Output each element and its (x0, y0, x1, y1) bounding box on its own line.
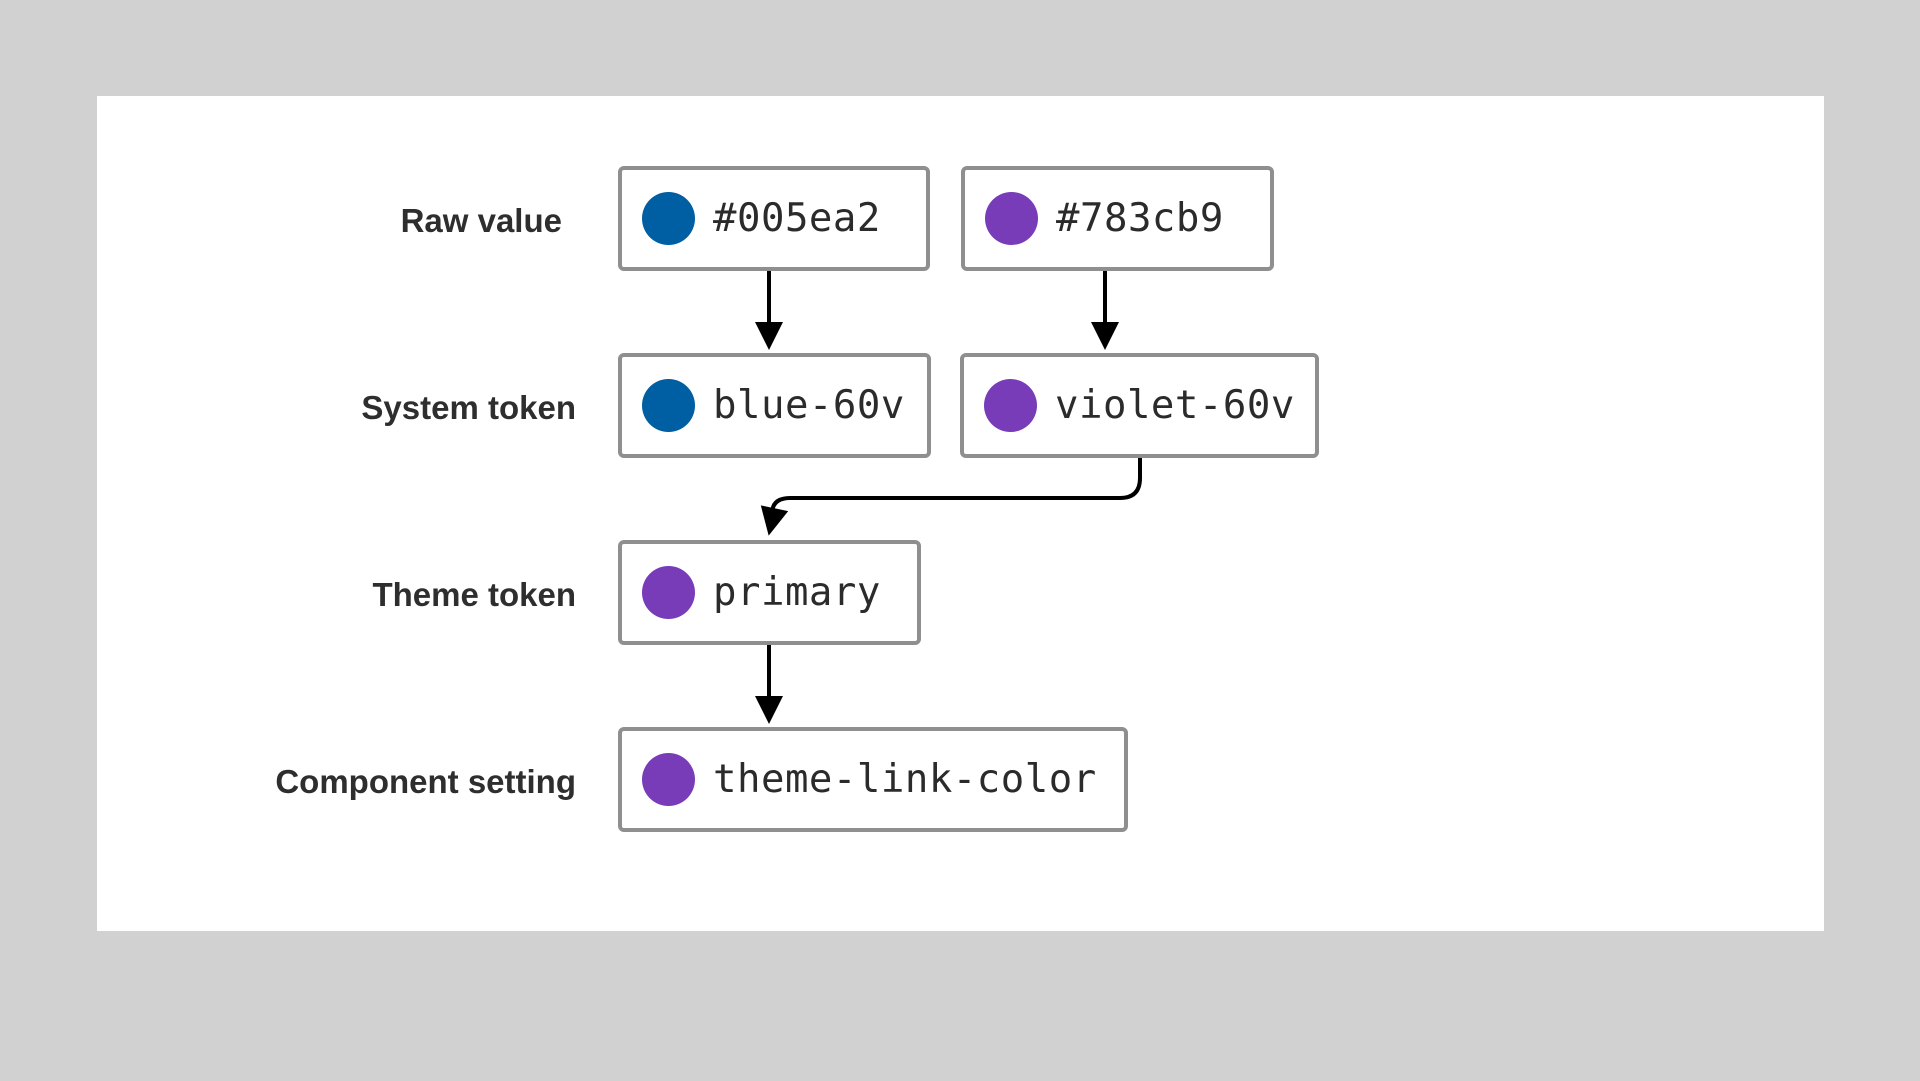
token-box-system-blue: blue-60v (618, 353, 931, 458)
row-label-system-token: System token (361, 389, 576, 426)
row-label-component-setting: Component setting (275, 763, 576, 800)
token-box-theme-primary: primary (618, 540, 921, 645)
token-box-raw-violet: #783cb9 (961, 166, 1274, 271)
token-value: blue-60v (713, 383, 905, 428)
token-value: violet-60v (1055, 383, 1295, 428)
token-box-raw-blue: #005ea2 (618, 166, 930, 271)
token-box-system-violet: violet-60v (960, 353, 1319, 458)
color-swatch-blue (642, 379, 695, 432)
token-value: #005ea2 (713, 196, 881, 241)
color-swatch-violet (984, 379, 1037, 432)
token-value: primary (713, 570, 881, 615)
row-label-raw-value: Raw value (400, 202, 562, 239)
color-swatch-violet (642, 753, 695, 806)
token-box-component-link: theme-link-color (618, 727, 1128, 832)
row-label-theme-token: Theme token (372, 576, 576, 613)
color-swatch-blue (642, 192, 695, 245)
color-swatch-violet (642, 566, 695, 619)
token-value: #783cb9 (1056, 196, 1224, 241)
token-value: theme-link-color (713, 757, 1097, 802)
color-swatch-violet (985, 192, 1038, 245)
